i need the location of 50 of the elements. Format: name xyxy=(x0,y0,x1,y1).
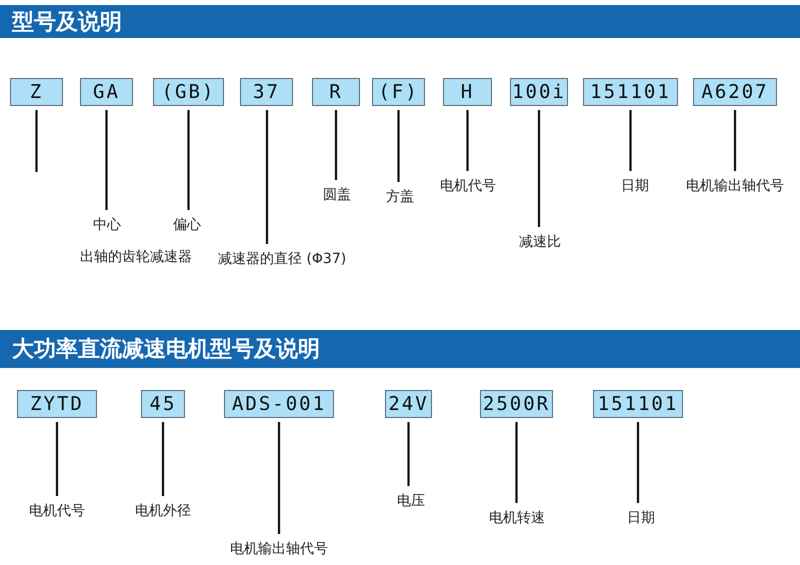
code-box: GA xyxy=(80,78,133,106)
leader-line xyxy=(56,422,58,496)
code-box: A6207 xyxy=(693,78,777,106)
code-box: (GB) xyxy=(153,78,224,106)
leader-line xyxy=(397,110,400,182)
description-text: 电机输出轴代号 xyxy=(230,540,328,558)
description-text: 电机转速 xyxy=(489,509,545,527)
description-text: 电压 xyxy=(397,492,425,510)
leader-line xyxy=(629,110,632,171)
leader-line xyxy=(538,110,540,227)
description-text: 中心 xyxy=(93,216,121,234)
description-text: 方盖 xyxy=(386,188,414,206)
leader-line xyxy=(734,110,736,171)
description-text: 电机代号 xyxy=(440,177,496,195)
description-text: 出轴的齿轮减速器 xyxy=(80,248,192,266)
section-heading: 型号及说明 xyxy=(0,5,800,38)
code-box: 2500R xyxy=(480,390,553,418)
code-box: R xyxy=(312,78,360,106)
description-text: 电机外径 xyxy=(135,502,191,520)
leader-line xyxy=(187,110,190,210)
code-box: 37 xyxy=(240,78,293,106)
leader-line xyxy=(636,422,640,503)
description-text: 减速比 xyxy=(519,233,561,251)
code-box: H xyxy=(443,78,492,106)
code-box: 24V xyxy=(385,390,432,418)
leader-line xyxy=(466,110,469,171)
code-box: 151101 xyxy=(593,390,683,418)
leader-line xyxy=(266,110,268,244)
code-box: 100i xyxy=(510,78,568,106)
description-text: 电机输出轴代号 xyxy=(686,177,784,195)
description-text: 减速器的直径 (Φ37) xyxy=(218,250,346,268)
leader-line xyxy=(515,422,518,503)
code-box: 45 xyxy=(141,390,185,418)
leader-line xyxy=(35,110,38,172)
leader-line xyxy=(278,422,280,534)
code-box: Z xyxy=(10,78,63,106)
code-box: 151101 xyxy=(583,78,678,106)
description-text: 偏心 xyxy=(173,216,201,234)
description-text: 日期 xyxy=(621,177,649,195)
leader-line xyxy=(105,110,108,210)
description-text: 圆盖 xyxy=(323,186,351,204)
leader-line xyxy=(407,422,410,486)
code-box: ADS-001 xyxy=(224,390,334,418)
code-box: ZYTD xyxy=(17,390,97,418)
section-heading: 大功率直流减速电机型号及说明 xyxy=(0,330,800,368)
leader-line xyxy=(162,422,164,496)
description-text: 电机代号 xyxy=(29,502,85,520)
leader-line xyxy=(334,110,338,180)
code-box: (F) xyxy=(372,78,425,106)
description-text: 日期 xyxy=(627,509,655,527)
